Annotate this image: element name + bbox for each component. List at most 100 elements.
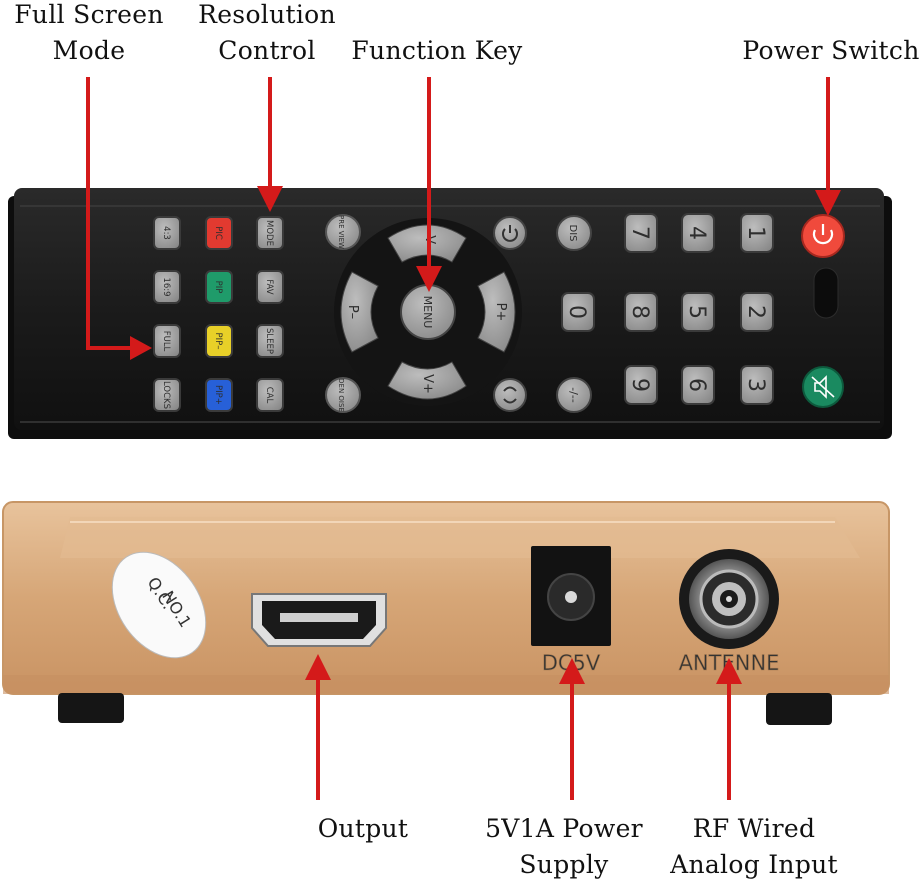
antenna-input-port[interactable]: [679, 549, 779, 649]
arrow-heads: [130, 186, 841, 684]
digit-0-label: 0: [564, 305, 589, 319]
svg-text:P+: P+: [493, 303, 508, 322]
rubber-foot-right: [766, 693, 832, 725]
full-screen-line2: Mode: [52, 36, 126, 65]
key-locks-button[interactable]: LOCKS: [153, 378, 181, 412]
digit-7-button[interactable]: 7: [624, 213, 658, 253]
digit-0-button[interactable]: 0: [561, 292, 595, 332]
denoise-button[interactable]: DEN OISE: [325, 377, 361, 413]
svg-text:DIS: DIS: [567, 225, 578, 242]
key-cal-label: CAL: [264, 387, 274, 404]
svg-text:MENU: MENU: [421, 296, 434, 329]
key-sleep-button[interactable]: SLEEP: [256, 324, 284, 358]
key-4-3-label: 4:3: [161, 226, 171, 240]
power-switch-callout: Power Switch: [742, 36, 920, 65]
standby-button[interactable]: [493, 216, 527, 250]
digit-1-button[interactable]: 1: [740, 213, 774, 253]
power-supply-callout: 5V1A Power Supply: [476, 811, 652, 883]
rf-input-callout: RF Wired Analog Input: [664, 811, 844, 883]
resolution-line1: Resolution: [198, 0, 336, 29]
power-icon: [812, 229, 834, 245]
digit-8-label: 8: [627, 305, 652, 319]
key-pic-label: PIC: [213, 226, 223, 240]
key-locks-label: LOCKS: [161, 381, 171, 409]
full-screen-mode-callout: Full Screen Mode: [14, 0, 164, 69]
power-icon: [502, 228, 518, 242]
key-pip-label: PIP+: [213, 385, 223, 405]
digit-4-label: 4: [684, 226, 709, 240]
volume-up-button[interactable]: [387, 361, 467, 400]
rf-line1: RF Wired: [692, 814, 816, 843]
key-pip-button[interactable]: PIP+: [205, 378, 233, 412]
key-16-9-button[interactable]: 16:9: [153, 270, 181, 304]
digit-5-button[interactable]: 5: [681, 292, 715, 332]
preview-button[interactable]: PRE VIEW: [325, 214, 361, 250]
display-button[interactable]: DIS: [556, 215, 592, 251]
ir-window: [813, 267, 839, 319]
key-pip-label: PIP–: [213, 332, 223, 349]
digit-2-label: 2: [743, 305, 768, 319]
digit-2-button[interactable]: 2: [740, 292, 774, 332]
dpad: V– V+ P– P+ MENU: [334, 218, 522, 406]
full-screen-arrow: [86, 77, 132, 350]
digit-keypad: 7 4 1 0 8 5 2 9 6 3: [561, 213, 774, 405]
key-mode-button[interactable]: MODE: [256, 216, 284, 250]
rubber-foot-left: [58, 693, 124, 723]
full-screen-line1: Full Screen: [14, 0, 164, 29]
svg-text:P–: P–: [345, 305, 360, 319]
digit-8-button[interactable]: 8: [624, 292, 658, 332]
supply-line1: 5V1A Power: [485, 814, 643, 843]
key-fav-button[interactable]: FAV: [256, 270, 284, 304]
callout-arrows: [86, 77, 830, 800]
power-button[interactable]: [801, 214, 845, 258]
key-pip-button[interactable]: PIP: [205, 270, 233, 304]
digit-6-label: 6: [684, 378, 709, 392]
recall-button[interactable]: [493, 378, 527, 412]
svg-text:-/--: -/--: [567, 387, 580, 403]
resolution-line2: Control: [218, 36, 316, 65]
key-pip-button[interactable]: PIP–: [205, 324, 233, 358]
key-4-3-button[interactable]: 4:3: [153, 216, 181, 250]
digit-7-label: 7: [627, 226, 652, 240]
key-full-button[interactable]: FULL: [153, 324, 181, 358]
digit-1-label: 1: [743, 226, 768, 240]
svg-text:PRE VIEW: PRE VIEW: [337, 215, 345, 249]
mode-key-column: MODE FAV SLEEP CAL: [256, 216, 284, 412]
key-mode-label: MODE: [264, 220, 274, 246]
key-sleep-label: SLEEP: [264, 328, 274, 354]
hdmi-output-port[interactable]: [251, 593, 387, 647]
output-callout: Output: [317, 814, 409, 843]
color-key-column: PIC PIP PIP– PIP+: [205, 216, 233, 412]
key-pip-label: PIP: [213, 281, 223, 294]
key-full-label: FULL: [161, 331, 171, 352]
mute-icon: [814, 375, 827, 399]
resolution-control-callout: Resolution Control: [194, 0, 340, 69]
key-pic-button[interactable]: PIC: [205, 216, 233, 250]
digit-3-label: 3: [743, 378, 768, 392]
digit-3-button[interactable]: 3: [740, 365, 774, 405]
key-cal-button[interactable]: CAL: [256, 378, 284, 412]
channel-down-button[interactable]: [340, 271, 379, 353]
key-16-9-label: 16:9: [161, 277, 171, 296]
converter-box: Q.C. NO.1 DC5V ANTENNE: [2, 501, 890, 725]
mute-button[interactable]: [802, 366, 844, 408]
qc-sticker: Q.C. NO.1: [111, 551, 207, 659]
digit-9-button[interactable]: 9: [624, 365, 658, 405]
recall-icon: [503, 386, 517, 404]
digit-4-button[interactable]: 4: [681, 213, 715, 253]
rf-line2: Analog Input: [670, 850, 838, 879]
digit-6-button[interactable]: 6: [681, 365, 715, 405]
dc-power-jack[interactable]: [531, 546, 611, 646]
digit-5-label: 5: [684, 305, 709, 319]
supply-line2: Supply: [519, 850, 609, 879]
svg-text:DEN OISE: DEN OISE: [337, 378, 345, 412]
digit-dash-button[interactable]: -/--: [556, 377, 592, 413]
digit-9-label: 9: [627, 378, 652, 392]
key-fav-label: FAV: [264, 279, 274, 294]
svg-text:V+: V+: [420, 374, 435, 394]
function-key-callout: Function Key: [351, 36, 523, 65]
channel-up-button[interactable]: [477, 271, 516, 353]
